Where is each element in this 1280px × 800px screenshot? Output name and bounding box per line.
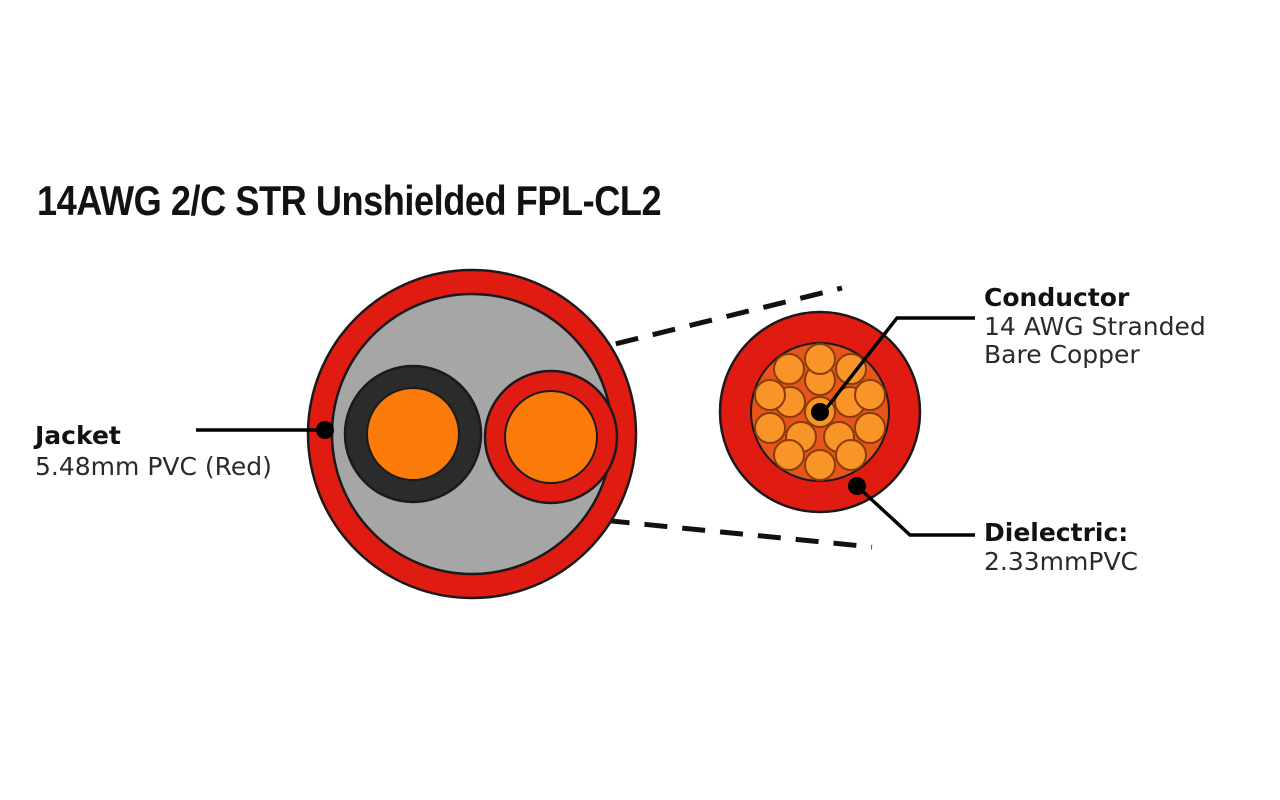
copper-strand [835,353,867,385]
strand-group-outer [754,343,886,481]
copper-strand [773,439,805,471]
dielectric-label-detail: 2.33mmPVC [984,547,1138,576]
jacket-label-detail: 5.48mm PVC (Red) [35,452,272,481]
conductor-label-detail-2: Bare Copper [984,340,1140,369]
copper-strand [754,379,786,411]
copper-strand [804,449,836,481]
main-cable-cross-section [306,268,638,600]
conductor-left-core [366,387,460,481]
copper-strand [754,412,786,444]
callout-jacket: Jacket 5.48mm PVC (Red) [33,421,272,481]
callout-dielectric: Dielectric: 2.33mmPVC [984,518,1138,576]
dielectric-leader-dot [848,477,866,495]
dielectric-leader-line [856,485,975,537]
page-title: 14AWG 2/C STR Unshielded FPL-CL2 [37,179,661,225]
jacket-label-heading: Jacket [33,421,121,450]
dielectric-label-heading: Dielectric: [984,518,1128,547]
copper-strand [854,379,886,411]
jacket-leader-dot [316,421,334,439]
conductor-label-detail-1: 14 AWG Stranded [984,312,1206,341]
conductor-leader-dot [811,403,829,421]
conductor-leader-line [823,316,975,412]
copper-strand [835,439,867,471]
conductor-right-core [504,390,598,484]
copper-strand [854,412,886,444]
copper-strand [804,343,836,375]
copper-strand [773,353,805,385]
conductor-label-heading: Conductor [984,283,1130,312]
callout-conductor: Conductor 14 AWG Stranded Bare Copper [984,283,1206,369]
